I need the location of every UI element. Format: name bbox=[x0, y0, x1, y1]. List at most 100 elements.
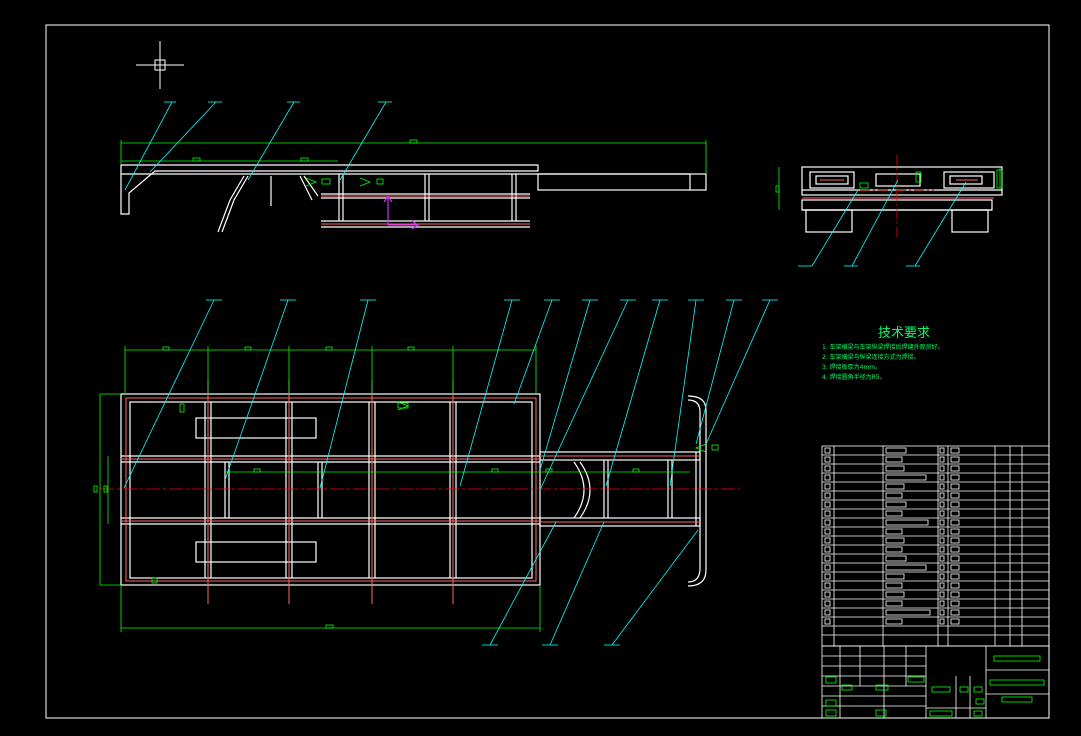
parts-list-qty-mark bbox=[950, 483, 960, 490]
parts-list-index-mark bbox=[824, 564, 831, 571]
parts-list-material-mark bbox=[939, 582, 945, 589]
parts-list-material-mark bbox=[939, 609, 945, 616]
parts-list-material-mark bbox=[939, 465, 945, 472]
parts-list-name-mark bbox=[885, 591, 905, 598]
parts-list-material-mark bbox=[939, 456, 945, 463]
crosshair-icon[interactable] bbox=[136, 41, 184, 89]
parts-list-material-mark bbox=[939, 510, 945, 517]
parts-list-index-mark bbox=[824, 609, 831, 616]
parts-list-name-mark bbox=[885, 447, 907, 454]
parts-list-qty-mark bbox=[950, 537, 960, 544]
parts-list-index-mark bbox=[824, 582, 831, 589]
parts-list-material-mark bbox=[939, 528, 945, 535]
side-view-dimensions bbox=[120, 139, 707, 187]
inner-border bbox=[45, 24, 1050, 719]
plan-view-leaders bbox=[123, 299, 778, 646]
parts-list-qty-mark bbox=[950, 609, 960, 616]
parts-list-qty-mark bbox=[950, 618, 960, 625]
side-view-leaders bbox=[124, 101, 392, 191]
parts-list-material-mark bbox=[939, 492, 945, 499]
parts-list-name-mark bbox=[885, 564, 927, 571]
parts-list-qty-mark bbox=[950, 447, 960, 454]
parts-list-table bbox=[821, 445, 1050, 647]
parts-list-name-mark bbox=[885, 582, 903, 589]
technical-requirement-item: 4. 焊接圆角半径为R5。 bbox=[822, 374, 886, 381]
parts-list-material-mark bbox=[939, 564, 945, 571]
parts-list-material-mark bbox=[939, 591, 945, 598]
parts-list-name-mark bbox=[885, 546, 903, 553]
parts-list-index-mark bbox=[824, 492, 831, 499]
parts-list-qty-mark bbox=[950, 528, 960, 535]
side-view-section-lines bbox=[321, 195, 530, 225]
outer-border bbox=[22, 0, 1081, 736]
parts-list-index-mark bbox=[824, 474, 831, 481]
parts-list-index-mark bbox=[824, 483, 831, 490]
parts-list-qty-mark bbox=[950, 555, 960, 562]
parts-list-index-mark bbox=[824, 537, 831, 544]
parts-list-qty-mark bbox=[950, 582, 960, 589]
parts-list-rows bbox=[822, 447, 1049, 636]
technical-requirements-title: 技术要求 bbox=[878, 326, 931, 341]
parts-list-material-mark bbox=[939, 519, 945, 526]
parts-list-material-mark bbox=[939, 600, 945, 607]
parts-list-index-mark bbox=[824, 465, 831, 472]
parts-list-material-mark bbox=[939, 537, 945, 544]
parts-list-material-mark bbox=[939, 474, 945, 481]
parts-list-material-mark bbox=[939, 618, 945, 625]
parts-list-name-mark bbox=[885, 600, 903, 607]
parts-list-name-mark bbox=[885, 537, 905, 544]
parts-list-material-mark bbox=[939, 447, 945, 454]
parts-list-name-mark bbox=[885, 519, 929, 526]
parts-list-index-mark bbox=[824, 456, 831, 463]
parts-list-name-mark bbox=[885, 618, 903, 625]
parts-list-qty-mark bbox=[950, 492, 960, 499]
parts-list-name-mark bbox=[885, 483, 905, 490]
parts-list-index-mark bbox=[824, 510, 831, 517]
end-view bbox=[775, 155, 1003, 267]
parts-list-material-mark bbox=[939, 483, 945, 490]
parts-list-material-mark bbox=[939, 546, 945, 553]
parts-list-name-mark bbox=[885, 528, 903, 535]
technical-requirement-item: 3. 焊接板厚为4mm。 bbox=[822, 364, 882, 371]
side-view-outline bbox=[120, 164, 707, 233]
parts-list-qty-mark bbox=[950, 519, 960, 526]
side-view bbox=[120, 101, 707, 233]
parts-list-qty-mark bbox=[950, 546, 960, 553]
parts-list-index-mark bbox=[824, 546, 831, 553]
parts-list-name-mark bbox=[885, 465, 905, 472]
parts-list-name-mark bbox=[885, 456, 903, 463]
parts-list-material-mark bbox=[939, 501, 945, 508]
parts-list-index-mark bbox=[824, 519, 831, 526]
parts-list-qty-mark bbox=[950, 501, 960, 508]
title-block bbox=[821, 645, 1050, 719]
plan-view-dimensions bbox=[93, 346, 719, 632]
parts-list-index-mark bbox=[824, 573, 831, 580]
parts-list-qty-mark bbox=[950, 600, 960, 607]
parts-list-index-mark bbox=[824, 555, 831, 562]
parts-list-index-mark bbox=[824, 501, 831, 508]
parts-list-index-mark bbox=[824, 600, 831, 607]
title-block-fill-marks bbox=[825, 655, 1045, 717]
parts-list-qty-mark bbox=[950, 591, 960, 598]
parts-list-index-mark bbox=[824, 528, 831, 535]
parts-list-name-mark bbox=[885, 474, 927, 481]
parts-list-qty-mark bbox=[950, 510, 960, 517]
parts-list-name-mark bbox=[885, 501, 907, 508]
technical-requirement-item: 2. 车架横梁与纵梁连接方式为焊接。 bbox=[822, 354, 920, 361]
technical-requirements-list: 1. 车架横梁与车架纵梁焊接后焊缝外观良好。 2. 车架横梁与纵梁连接方式为焊接… bbox=[822, 343, 944, 383]
parts-list-qty-mark bbox=[950, 465, 960, 472]
parts-list-name-mark bbox=[885, 555, 907, 562]
plan-view bbox=[93, 299, 778, 646]
parts-list-material-mark bbox=[939, 555, 945, 562]
parts-list-name-mark bbox=[885, 510, 903, 517]
parts-list-qty-mark bbox=[950, 573, 960, 580]
plan-view-section-lines bbox=[121, 380, 700, 604]
parts-list-name-mark bbox=[885, 609, 931, 616]
parts-list-name-mark bbox=[885, 492, 903, 499]
parts-list-name-mark bbox=[885, 573, 905, 580]
parts-list-index-mark bbox=[824, 591, 831, 598]
parts-list-qty-mark bbox=[950, 456, 960, 463]
parts-list-qty-mark bbox=[950, 474, 960, 481]
parts-list-material-mark bbox=[939, 573, 945, 580]
